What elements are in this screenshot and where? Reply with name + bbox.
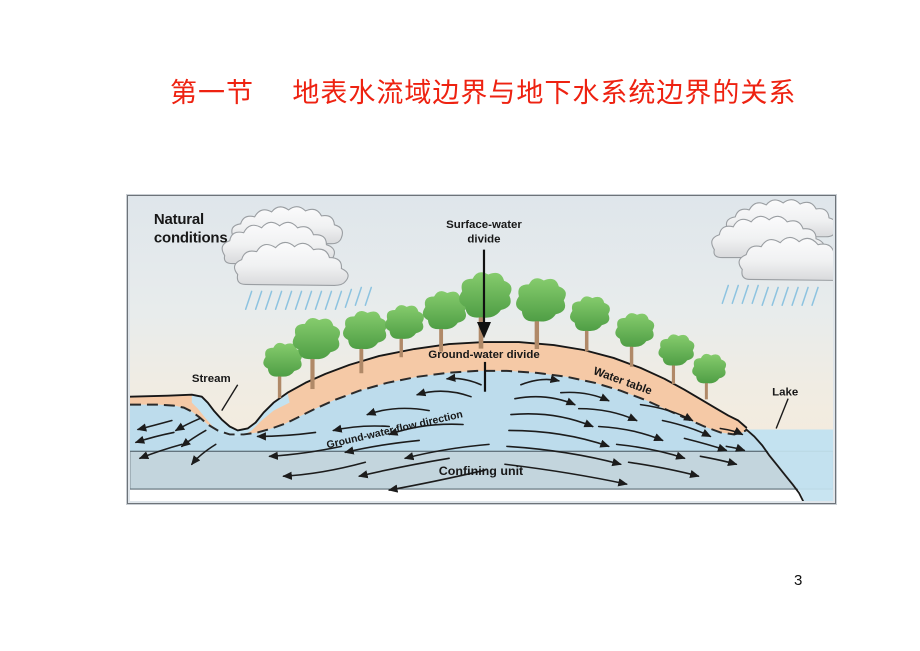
cloud-icon-left-front [233,241,349,286]
tree-icon [343,310,387,374]
diagram-figure: Natural conditions Surface-water divide … [127,195,836,504]
tree-icon [384,305,424,358]
tree-icon [570,296,610,352]
lake-bed-slope [746,429,833,501]
water-table-dashed-line [130,369,747,436]
tree-icon [658,334,695,384]
cloud-group-left [221,206,373,311]
ground-surface-line [130,341,748,432]
tree-icon [292,318,341,390]
diagram-inner: Natural conditions Surface-water divide … [130,198,833,501]
tree-icon [615,313,655,367]
lake-leader-line [775,398,789,429]
cloud-group-right [711,199,833,307]
stream-leader-line [221,384,239,411]
page-number: 3 [794,572,803,589]
tree-icon [516,278,566,350]
stream-water [191,392,290,438]
tree-icon [422,291,467,352]
flow-arrows [134,373,746,493]
natural-conditions-label-line1: Natural [154,211,204,228]
surface-water-divide-label-line1: Surface-water [446,219,522,231]
rain-left [244,286,373,311]
confining-unit-base [130,489,833,501]
stream-label: Stream [192,373,231,385]
tree-icon [692,353,727,400]
cloud-icon-right-front [738,236,833,281]
tree-group [263,272,727,400]
confining-unit-label: Confining unit [439,464,523,478]
surface-water-divide-label-line2: divide [467,234,500,246]
unsaturated-zone-tan [130,342,747,435]
ground-water-divide-label: Ground-water divide [428,349,539,361]
natural-conditions-label-line2: conditions [154,230,228,247]
page-title: 第一节 地表水流域边界与地下水系统边界的关系 [170,78,797,109]
tree-icon [263,342,303,399]
groundwater-cross-section-svg: Natural conditions Surface-water divide … [130,198,833,501]
rain-right [721,284,819,307]
lake-label: Lake [772,387,798,399]
lake-bed-line [745,428,804,501]
